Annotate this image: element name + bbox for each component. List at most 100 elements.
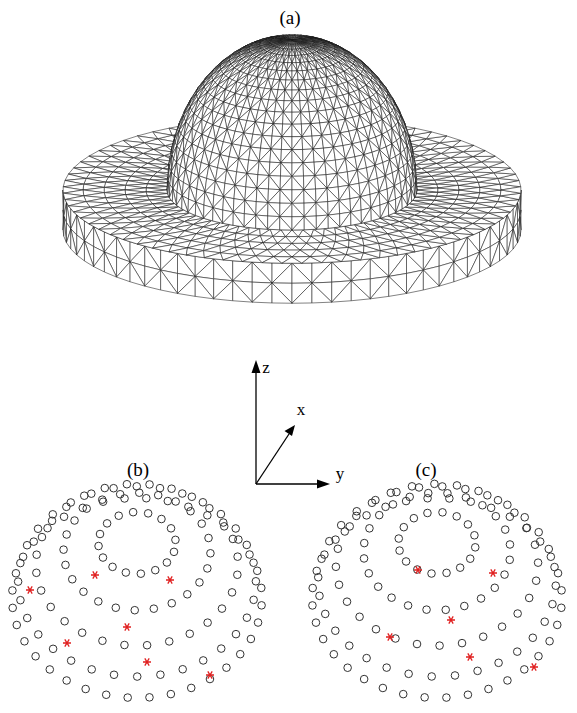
mesh-face [275, 100, 284, 112]
mesh-face [292, 38, 300, 40]
mesh-face [302, 136, 313, 149]
mesh-face [64, 216, 67, 242]
mesh-face [280, 55, 284, 62]
mesh-face [286, 71, 292, 80]
mesh-face [302, 124, 312, 137]
mesh-face [303, 41, 314, 44]
mesh-face [443, 167, 465, 172]
mesh-face [407, 270, 424, 293]
mesh-face [103, 213, 126, 218]
mesh-face [343, 49, 354, 56]
mesh-face [282, 124, 292, 137]
mesh-face [351, 281, 370, 301]
mesh-face [292, 124, 302, 137]
mesh-face [252, 77, 258, 88]
mesh-face [292, 37, 296, 40]
mesh-face [292, 37, 294, 40]
mesh-face [312, 262, 332, 283]
mesh-face [252, 67, 258, 77]
mesh-face [292, 149, 303, 162]
mesh-face [308, 61, 317, 69]
mesh-face [288, 55, 292, 62]
mesh-face [282, 62, 287, 70]
mesh-face [324, 46, 335, 50]
mesh-face [276, 90, 285, 101]
mesh-face [271, 137, 282, 150]
mesh-face [276, 90, 285, 101]
mesh-face [104, 252, 116, 277]
mesh-face [292, 40, 302, 42]
mesh-face [295, 34, 298, 36]
mesh-face [331, 44, 342, 49]
mesh-face [355, 102, 361, 115]
mesh-face [265, 79, 272, 90]
mesh-face [204, 253, 223, 260]
mesh-face [145, 270, 161, 290]
mesh-face [263, 60, 269, 69]
mesh-face [336, 233, 349, 240]
mesh-face [307, 70, 316, 79]
mesh-face [343, 49, 354, 56]
mesh-face [345, 56, 355, 62]
mesh-face [161, 270, 178, 293]
mesh-face [480, 184, 501, 190]
mesh-face [303, 41, 314, 43]
mesh-face [459, 162, 482, 167]
mesh-face [413, 200, 435, 204]
mesh-face [283, 112, 292, 124]
mesh-face [292, 71, 297, 80]
mesh-face [387, 128, 392, 143]
mesh-face [303, 41, 314, 43]
mesh-face [257, 69, 267, 78]
mesh-face [195, 259, 213, 279]
mesh-face [89, 218, 111, 224]
mesh-face [285, 90, 292, 101]
mesh-face [400, 115, 405, 130]
mesh-face [467, 252, 479, 277]
mesh-face [377, 119, 382, 134]
mesh-face [287, 63, 292, 71]
mesh-face [96, 208, 119, 213]
mesh-face [214, 281, 233, 301]
mesh-face [292, 283, 312, 303]
mesh-face [287, 63, 292, 71]
mesh-face [235, 119, 244, 133]
mesh-face [284, 40, 292, 43]
mesh-face [466, 167, 489, 172]
mesh-face [283, 112, 292, 124]
mesh-face [80, 156, 102, 162]
mesh-face [303, 149, 314, 163]
mesh-face [262, 124, 273, 136]
mesh-face [292, 40, 302, 42]
mesh-face [253, 122, 262, 135]
mesh-face [80, 213, 102, 218]
mesh-face [380, 248, 397, 255]
mesh-face [467, 252, 479, 277]
mesh-face [274, 70, 280, 79]
mesh-face [292, 90, 299, 101]
mesh-face [271, 136, 282, 149]
mesh-face [387, 94, 394, 108]
mesh-face [313, 148, 325, 161]
mesh-face [417, 188, 438, 192]
mesh-face [272, 263, 292, 283]
mesh-face [507, 229, 513, 255]
mesh-face [270, 149, 281, 163]
mesh-face [407, 270, 424, 293]
mesh-face [278, 80, 285, 90]
mesh-face [287, 40, 292, 44]
mesh-face [311, 229, 324, 236]
mesh-face [500, 241, 508, 261]
mesh-face [287, 71, 292, 80]
mesh-face [331, 44, 342, 49]
mesh-face [272, 283, 292, 303]
mesh-face [283, 101, 292, 112]
mesh-face [247, 109, 255, 122]
mesh-face [292, 40, 303, 41]
mesh-face [355, 60, 364, 69]
mesh-face [322, 39, 333, 43]
mesh-face [71, 229, 77, 255]
mesh-face [518, 216, 521, 242]
mesh-face [251, 135, 263, 148]
